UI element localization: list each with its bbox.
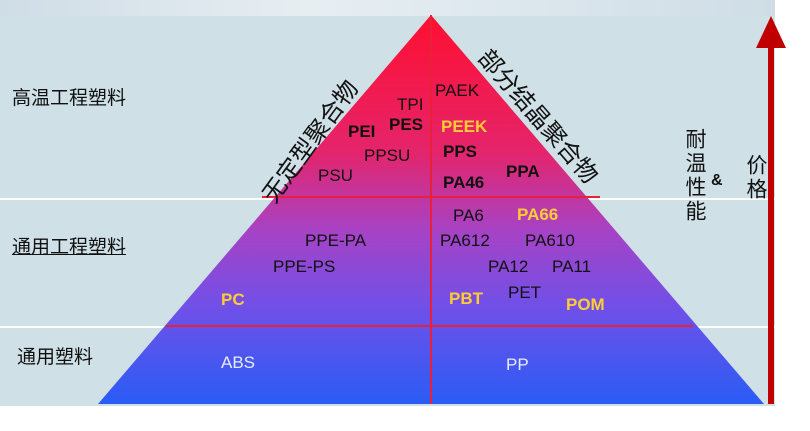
material-pa66: PA66 (517, 205, 559, 224)
material-pei: PEI (348, 122, 376, 141)
price-label: 价格 (744, 154, 768, 202)
ampersand-label: & (711, 172, 723, 189)
material-ppe-ps: PPE-PS (273, 257, 336, 276)
heat-resistance-label: 耐温性能 (683, 128, 707, 224)
material-pc: PC (221, 290, 245, 309)
material-pa46: PA46 (443, 173, 485, 192)
material-pp: PP (506, 355, 529, 374)
decorative-header-strip (0, 0, 775, 16)
material-abs: ABS (221, 353, 256, 372)
material-pa6: PA6 (453, 206, 484, 225)
material-pps: PPS (443, 142, 478, 161)
material-ppa: PPA (506, 162, 540, 181)
material-psu: PSU (318, 166, 353, 185)
material-tpi: TPI (397, 95, 424, 114)
material-ppsu: PPSU (364, 146, 411, 165)
material-pbt: PBT (449, 289, 483, 308)
price-arrow-head (756, 16, 786, 48)
material-pa11: PA11 (552, 257, 592, 276)
material-pet: PET (508, 283, 542, 302)
material-pa12: PA12 (488, 257, 529, 276)
material-peek: PEEK (441, 117, 488, 136)
material-pom: POM (566, 295, 605, 314)
material-pa610: PA610 (525, 231, 575, 250)
material-pa612: PA612 (440, 231, 490, 250)
material-pes: PES (389, 115, 424, 134)
material-paek: PAEK (435, 81, 480, 100)
category-high-temp-engineering-plastics: 高温工程塑料 (12, 87, 127, 109)
material-ppe-pa: PPE-PA (305, 231, 367, 250)
category-general-engineering-plastics[interactable]: 通用工程塑料 (12, 236, 127, 258)
category-general-plastics: 通用塑料 (17, 346, 94, 368)
